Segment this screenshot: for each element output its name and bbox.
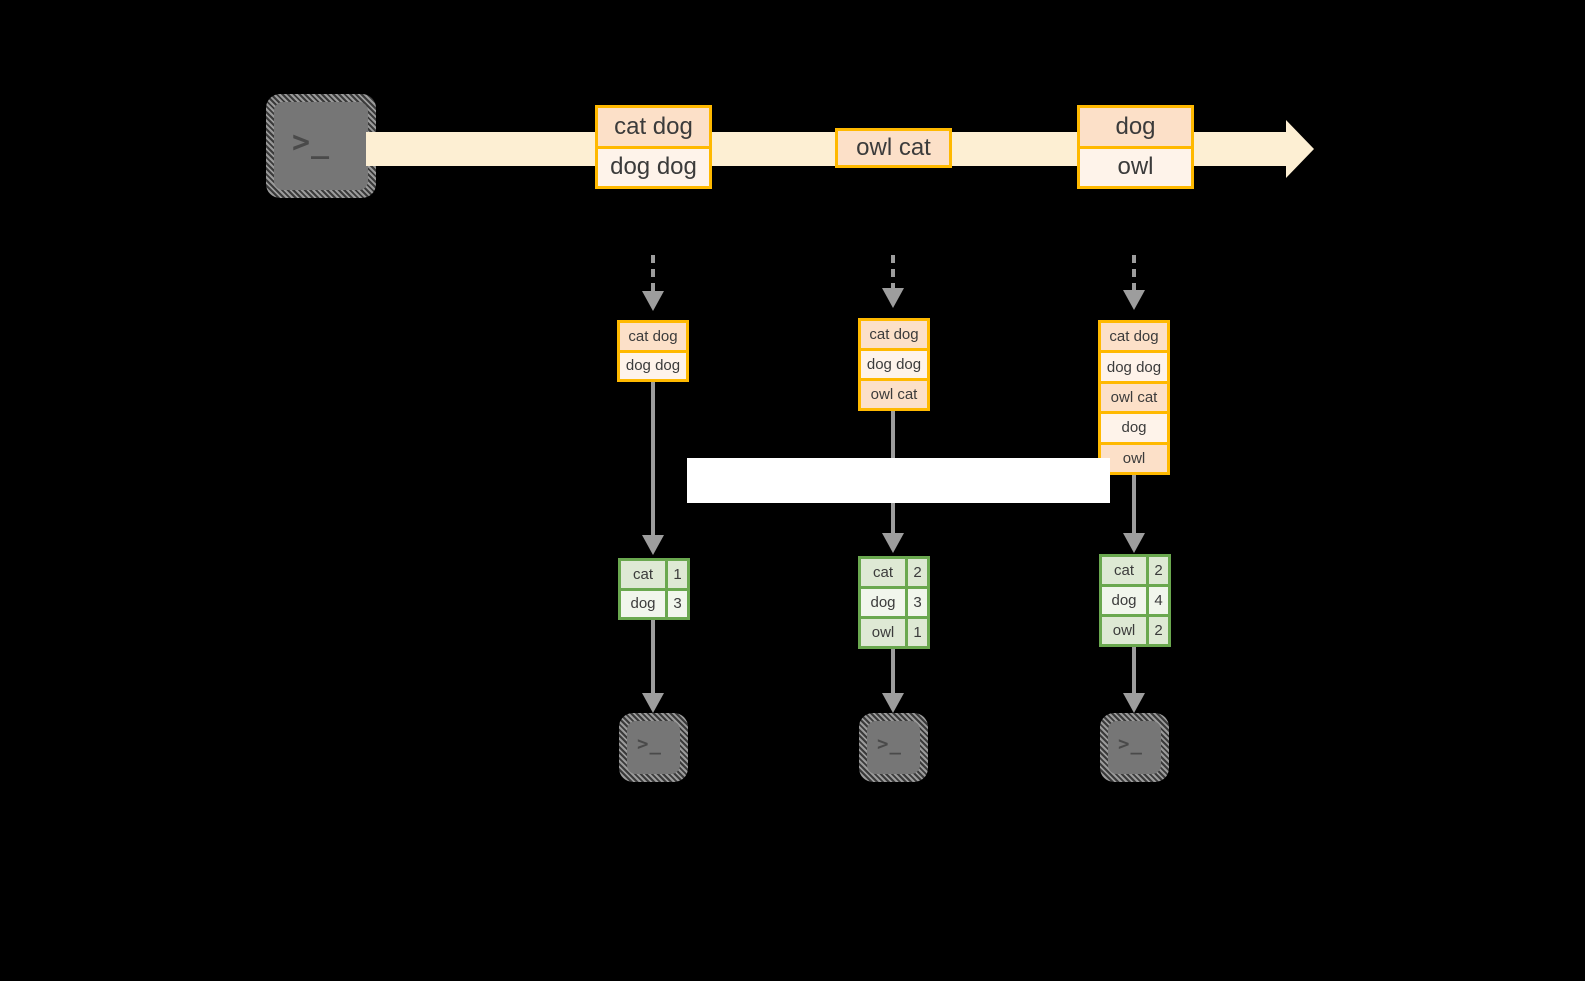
result-word: dog xyxy=(861,589,905,616)
input-to-result-arrowhead-2 xyxy=(882,533,904,553)
stream-to-input-arrowhead-3 xyxy=(1123,290,1145,310)
result-to-sink-connector-3 xyxy=(1132,647,1136,693)
input-line: owl xyxy=(1101,441,1167,473)
result-word: cat xyxy=(1102,557,1146,584)
result-count: 2 xyxy=(1146,617,1168,644)
accumulated-input-3: cat dog dog dog owl cat dog owl xyxy=(1098,320,1170,475)
stream-record-group-3: dog owl xyxy=(1077,105,1194,189)
input-to-result-connector-1 xyxy=(651,382,655,535)
stream-to-input-connector-1 xyxy=(651,255,655,291)
word-count-query-callout: word count query xyxy=(687,458,1110,503)
sink-terminal-icon-3: >_ xyxy=(1100,713,1169,782)
input-line: owl cat xyxy=(1101,380,1167,412)
input-line: dog dog xyxy=(861,348,927,378)
result-word: owl xyxy=(1102,617,1146,644)
table-row: dog 3 xyxy=(621,587,687,617)
stream-record-line: owl xyxy=(1080,145,1191,186)
stream-to-input-arrowhead-1 xyxy=(642,291,664,311)
input-to-result-arrowhead-1 xyxy=(642,535,664,555)
terminal-screen: >_ xyxy=(627,721,680,774)
input-line: dog dog xyxy=(620,349,686,379)
word-count-result-1: cat 1 dog 3 xyxy=(618,558,690,620)
input-line: cat dog xyxy=(1101,323,1167,351)
callout-label: word count query xyxy=(787,464,1010,496)
stream-record-group-1: cat dog dog dog xyxy=(595,105,712,189)
word-count-result-3: cat 2 dog 4 owl 2 xyxy=(1099,554,1171,647)
stream-record-group-2: owl cat xyxy=(835,128,952,168)
result-word: dog xyxy=(621,590,665,617)
result-count: 3 xyxy=(905,589,927,616)
stream-to-input-connector-3 xyxy=(1132,255,1136,291)
result-word: cat xyxy=(861,559,905,586)
terminal-screen: >_ xyxy=(867,721,920,774)
table-row: cat 1 xyxy=(621,561,687,588)
table-row: cat 2 xyxy=(1102,557,1168,584)
input-to-result-arrowhead-3 xyxy=(1123,533,1145,553)
input-line: owl cat xyxy=(861,378,927,408)
accumulated-input-2: cat dog dog dog owl cat xyxy=(858,318,930,411)
terminal-prompt-glyph: >_ xyxy=(877,733,902,755)
result-count: 1 xyxy=(665,561,687,588)
table-row: cat 2 xyxy=(861,559,927,586)
result-to-sink-arrowhead-2 xyxy=(882,693,904,713)
sink-terminal-icon-1: >_ xyxy=(619,713,688,782)
stream-record-line: cat dog xyxy=(598,108,709,146)
result-to-sink-arrowhead-1 xyxy=(642,693,664,713)
result-word: dog xyxy=(1102,587,1146,614)
stream-record-line: dog dog xyxy=(598,145,709,186)
terminal-screen: >_ xyxy=(274,102,368,190)
result-to-sink-arrowhead-3 xyxy=(1123,693,1145,713)
result-word: cat xyxy=(621,561,665,588)
table-row: owl 1 xyxy=(861,616,927,646)
result-word: owl xyxy=(861,619,905,646)
input-line: dog dog xyxy=(1101,350,1167,381)
table-row: dog 4 xyxy=(1102,584,1168,614)
result-count: 1 xyxy=(905,619,927,646)
terminal-prompt-glyph: >_ xyxy=(292,125,331,160)
result-count: 3 xyxy=(665,590,687,617)
table-row: dog 3 xyxy=(861,586,927,616)
source-terminal-icon: >_ xyxy=(266,94,376,198)
input-line: dog xyxy=(1101,411,1167,442)
stream-record-line: dog xyxy=(1080,108,1191,146)
accumulated-input-1: cat dog dog dog xyxy=(617,320,689,382)
result-count: 4 xyxy=(1146,587,1168,614)
input-to-result-connector-3 xyxy=(1132,475,1136,533)
sink-terminal-icon-2: >_ xyxy=(859,713,928,782)
stream-to-input-connector-2 xyxy=(891,255,895,291)
input-line: cat dog xyxy=(861,321,927,348)
terminal-prompt-glyph: >_ xyxy=(637,733,662,755)
result-count: 2 xyxy=(1146,557,1168,584)
terminal-prompt-glyph: >_ xyxy=(1118,733,1143,755)
word-count-result-2: cat 2 dog 3 owl 1 xyxy=(858,556,930,649)
stream-to-input-arrowhead-2 xyxy=(882,288,904,308)
result-to-sink-connector-1 xyxy=(651,620,655,693)
result-to-sink-connector-2 xyxy=(891,649,895,693)
stream-record-line: owl cat xyxy=(838,131,949,165)
result-count: 2 xyxy=(905,559,927,586)
terminal-screen: >_ xyxy=(1108,721,1161,774)
input-line: cat dog xyxy=(620,323,686,350)
table-row: owl 2 xyxy=(1102,614,1168,644)
